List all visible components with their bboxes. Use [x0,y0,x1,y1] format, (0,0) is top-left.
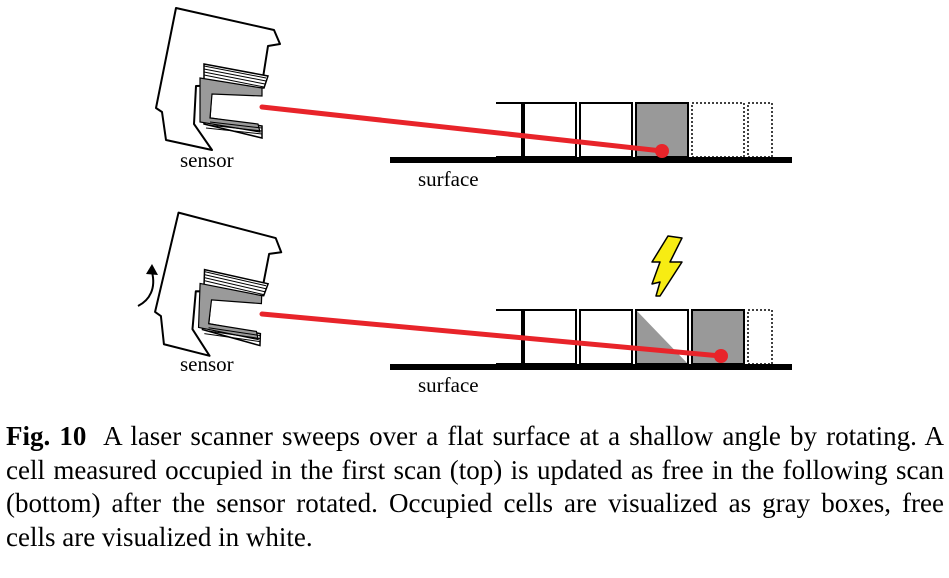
figure-caption: Fig. 10 A laser scanner sweeps over a fl… [6,420,944,554]
surface-bottom [390,364,792,370]
surface-label-top: surface [418,167,479,191]
cell-free [579,309,633,365]
laser-hit-point-top [655,144,669,158]
sensor-bottom [154,211,283,357]
sensor-label-top: sensor [180,148,234,172]
laser-beam-top [259,104,665,154]
cell-unknown [691,102,745,158]
laser-beam-bottom [259,311,724,359]
surface-label-bottom: surface [418,373,479,397]
rotation-arrow-icon [137,264,158,307]
lightning-icon [651,235,683,297]
laser-hit-point-bottom [714,349,728,363]
cell-free [523,102,577,158]
caption-text: A laser scanner sweeps over a flat surfa… [6,421,944,552]
figure-label: Fig. 10 [6,421,87,451]
surface-top [390,157,792,163]
panel-bottom: sensor surface [137,211,792,397]
panel-top: sensor surface [155,7,792,191]
sensor-label-bottom: sensor [180,352,234,376]
sensor-top [155,7,281,151]
cell-updated [635,309,689,365]
laser-scan-diagram: sensor surface [137,7,792,397]
